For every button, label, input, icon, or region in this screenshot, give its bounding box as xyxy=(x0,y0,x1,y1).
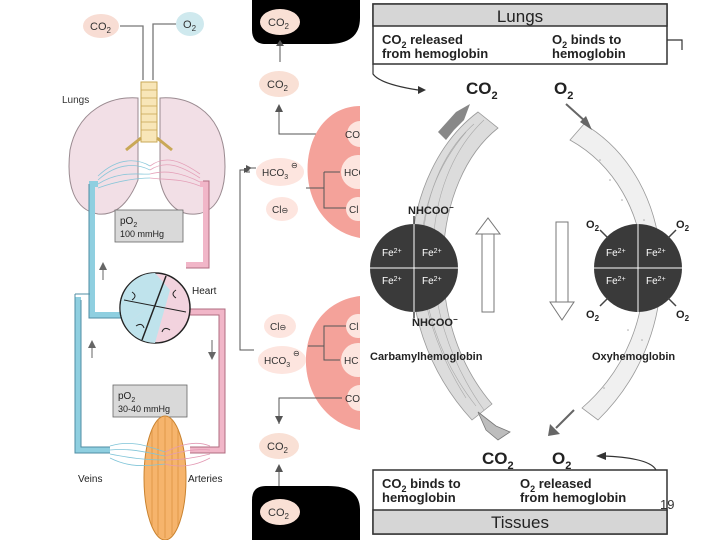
co2-bubble xyxy=(83,14,119,38)
svg-text:CO2: CO2 xyxy=(466,79,498,102)
svg-text:pO2: pO2 xyxy=(120,216,137,229)
svg-text:⊖: ⊖ xyxy=(291,161,298,170)
bracket-connector xyxy=(239,168,250,351)
svg-text:hemoglobin: hemoglobin xyxy=(382,490,456,505)
svg-text:pO2: pO2 xyxy=(118,391,135,404)
right-lung xyxy=(159,97,226,215)
svg-text:NHCOO−: NHCOO− xyxy=(408,203,454,217)
svg-text:Fe2+: Fe2+ xyxy=(646,248,666,259)
svg-text:30-40 mmHg: 30-40 mmHg xyxy=(118,404,170,414)
veins-label: Veins xyxy=(78,474,102,485)
svg-text:Cl: Cl xyxy=(349,205,358,216)
svg-text:O2: O2 xyxy=(554,79,573,102)
arteries-label: Arteries xyxy=(188,474,222,485)
svg-text:hemoglobin: hemoglobin xyxy=(552,46,626,61)
lungs-label: Lungs xyxy=(62,95,89,106)
o2-bubble xyxy=(176,12,204,36)
svg-text:NHCOO−: NHCOO− xyxy=(412,315,458,329)
svg-text:Fe2+: Fe2+ xyxy=(382,248,402,259)
po2-tissue-box xyxy=(112,384,188,418)
svg-text:CO2: CO2 xyxy=(90,21,112,35)
right-vessel-arc xyxy=(569,123,662,421)
svg-text:CO2: CO2 xyxy=(267,79,289,93)
hemoglobin-cycle-diagram: Lungs CO2 released from hemoglobin O2 bi… xyxy=(360,0,720,540)
lungs-title: Lungs xyxy=(497,7,543,26)
svg-text:CO2: CO2 xyxy=(267,441,289,455)
svg-text:Fe2+: Fe2+ xyxy=(422,248,442,259)
svg-text:O2: O2 xyxy=(183,19,197,33)
svg-text:O2: O2 xyxy=(676,219,690,233)
trachea xyxy=(140,81,158,143)
chloride-shift-diagram: CO2 CO2 CO HCO Cl HCO3 ⊖ Cl⊖ Cl HC CO Cl… xyxy=(246,0,360,540)
svg-text:100 mmHg: 100 mmHg xyxy=(120,229,164,239)
svg-text:CO2: CO2 xyxy=(268,17,290,31)
slide-number: 19 xyxy=(660,497,675,512)
po2-lung-box xyxy=(114,209,184,243)
svg-text:Fe2+: Fe2+ xyxy=(422,276,442,287)
svg-text:CO: CO xyxy=(345,394,360,405)
svg-text:CO2: CO2 xyxy=(482,449,514,472)
circulation-diagram: CO2 O2 Lungs pO2 100 mmHg xyxy=(0,0,246,540)
svg-text:Cl⊖: Cl⊖ xyxy=(270,322,286,333)
svg-text:Cl: Cl xyxy=(349,322,358,333)
svg-text:from hemoglobin: from hemoglobin xyxy=(382,46,488,61)
svg-text:HCO: HCO xyxy=(344,168,360,179)
carbamylhemoglobin-label: Carbamylhemoglobin xyxy=(370,351,483,363)
heart-label: Heart xyxy=(192,286,217,297)
left-lung xyxy=(68,97,139,215)
svg-text:CO2 binds to: CO2 binds to xyxy=(382,476,461,494)
svg-text:HCO3: HCO3 xyxy=(262,168,288,181)
svg-text:Fe2+: Fe2+ xyxy=(646,276,666,287)
oxyhemoglobin-label: Oxyhemoglobin xyxy=(592,351,675,363)
svg-text:CO2 released: CO2 released xyxy=(382,32,463,50)
co2-up-arrow xyxy=(438,104,470,140)
svg-text:CO2: CO2 xyxy=(268,507,290,521)
svg-text:Cl⊖: Cl⊖ xyxy=(272,205,288,216)
co2-bind-arrow xyxy=(477,411,511,441)
up-arrow-center xyxy=(475,217,501,313)
svg-text:⊖: ⊖ xyxy=(293,349,300,358)
svg-text:from hemoglobin: from hemoglobin xyxy=(520,490,626,505)
svg-text:HC: HC xyxy=(344,356,358,367)
svg-text:Fe2+: Fe2+ xyxy=(606,248,626,259)
svg-text:CO: CO xyxy=(345,130,360,141)
rbc-lower xyxy=(305,296,360,430)
svg-text:Fe2+: Fe2+ xyxy=(382,276,402,287)
svg-text:O2 binds to: O2 binds to xyxy=(552,32,621,50)
svg-text:O2: O2 xyxy=(676,309,690,323)
svg-text:O2: O2 xyxy=(586,309,600,323)
svg-text:Fe2+: Fe2+ xyxy=(606,276,626,287)
svg-text:O2 released: O2 released xyxy=(520,476,592,494)
svg-text:O2: O2 xyxy=(552,449,571,472)
svg-text:HCO3: HCO3 xyxy=(264,356,290,369)
down-arrow-center xyxy=(549,221,575,321)
tissues-title: Tissues xyxy=(491,513,549,532)
svg-text:O2: O2 xyxy=(586,219,600,233)
